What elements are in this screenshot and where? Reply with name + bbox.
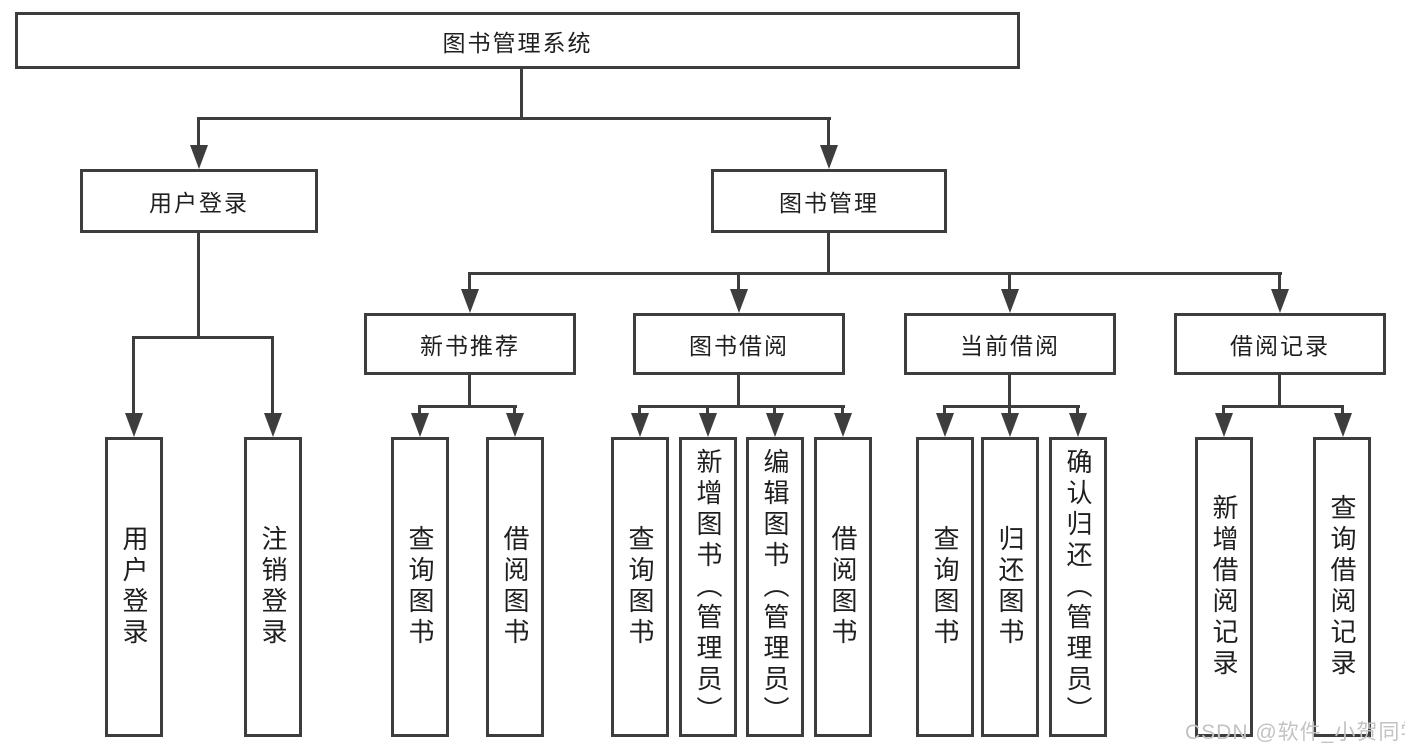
node-label: 用户登录	[149, 190, 249, 216]
arrowhead-icon	[631, 413, 649, 437]
arrowhead-icon	[506, 413, 524, 437]
arrowhead-icon	[411, 413, 429, 437]
node-library-management-system: 图书管理系统	[15, 12, 1020, 69]
leaf-query-book-current: 查询图书	[916, 437, 974, 737]
leaf-query-book-recommend: 查询图书	[391, 437, 449, 737]
connector-drop-user-login	[197, 120, 200, 146]
connector-user-login-rail	[132, 336, 274, 339]
leaf-query-borrow-record: 查询借阅记录	[1313, 437, 1371, 737]
node-label: 借阅记录	[1230, 333, 1330, 359]
connector-drop-login	[132, 339, 135, 413]
node-label: 图书管理系统	[442, 29, 593, 56]
connector-current-stem	[1008, 375, 1011, 405]
connector-user-login-stem	[197, 233, 200, 336]
connector-drop	[943, 408, 946, 413]
connector-recommendation-stem	[468, 375, 471, 405]
connector-root-stem	[520, 69, 523, 117]
leaf-label: 注销登录	[258, 525, 288, 649]
arrowhead-icon	[936, 413, 954, 437]
leaf-label: 借阅图书	[500, 525, 530, 649]
leaf-return-book: 归还图书	[981, 437, 1039, 737]
connector-drop	[638, 408, 641, 413]
leaf-logout: 注销登录	[244, 437, 302, 737]
leaf-label: 确认归还（管理员）	[1063, 447, 1093, 727]
node-book-management: 图书管理	[711, 169, 947, 233]
arrowhead-icon	[820, 145, 838, 169]
connector-drop	[1222, 408, 1225, 413]
leaf-label: 新增借阅记录	[1209, 494, 1239, 680]
node-book-borrowing: 图书借阅	[633, 313, 845, 375]
leaf-label: 查询图书	[930, 525, 960, 649]
node-label: 图书管理	[779, 190, 879, 216]
connector-records-rail	[1222, 405, 1344, 408]
connector-drop	[418, 408, 421, 413]
leaf-edit-book-admin: 编辑图书（管理员）	[746, 437, 804, 737]
connector-drop-book-borrow	[737, 275, 740, 289]
connector-drop-book-management	[827, 120, 830, 146]
node-label: 当前借阅	[960, 333, 1060, 359]
watermark: CSDN @软件_小贺同学	[1185, 721, 1405, 744]
connector-drop	[773, 408, 776, 413]
leaf-user-login: 用户登录	[105, 437, 163, 737]
arrowhead-icon	[699, 413, 717, 437]
node-user-login: 用户登录	[80, 169, 318, 233]
connector-drop	[841, 408, 844, 413]
connector-borrowing-rail	[638, 405, 845, 408]
connector-borrowing-stem	[737, 375, 740, 405]
arrowhead-icon	[125, 413, 143, 437]
connector-drop-borrow-records	[1278, 275, 1281, 289]
node-new-book-recommendation: 新书推荐	[364, 313, 576, 375]
connector-drop	[513, 408, 516, 413]
node-label: 新书推荐	[420, 333, 520, 359]
arrowhead-icon	[1069, 413, 1087, 437]
connector-root-rail	[197, 117, 831, 120]
leaf-add-book-admin: 新增图书（管理员）	[679, 437, 737, 737]
leaf-query-book-borrowing: 查询图书	[611, 437, 669, 737]
connector-drop-logout	[271, 339, 274, 413]
connector-drop-current-borrow	[1008, 275, 1011, 289]
leaf-label: 编辑图书（管理员）	[760, 447, 790, 727]
leaf-label: 查询图书	[405, 525, 435, 649]
connector-drop	[1008, 408, 1011, 413]
leaf-label: 新增图书（管理员）	[693, 447, 723, 727]
connector-drop	[1341, 408, 1344, 413]
node-label: 图书借阅	[689, 333, 789, 359]
arrowhead-icon	[1271, 289, 1289, 313]
arrowhead-icon	[730, 289, 748, 313]
arrowhead-icon	[1215, 413, 1233, 437]
arrowhead-icon	[1334, 413, 1352, 437]
arrowhead-icon	[1001, 289, 1019, 313]
node-current-borrowing: 当前借阅	[904, 313, 1116, 375]
arrowhead-icon	[264, 413, 282, 437]
arrowhead-icon	[834, 413, 852, 437]
arrowhead-icon	[1001, 413, 1019, 437]
arrowhead-icon	[766, 413, 784, 437]
connector-recommendation-rail	[418, 405, 517, 408]
connector-drop	[1076, 408, 1079, 413]
arrowhead-icon	[461, 289, 479, 313]
leaf-borrow-book-recommend: 借阅图书	[486, 437, 544, 737]
leaf-borrow-book: 借阅图书	[814, 437, 872, 737]
leaf-add-borrow-record: 新增借阅记录	[1195, 437, 1253, 737]
connector-drop-new-book	[468, 275, 471, 289]
connector-current-rail	[943, 405, 1080, 408]
leaf-label: 归还图书	[995, 525, 1025, 649]
leaf-label: 用户登录	[119, 525, 149, 649]
connector-book-management-stem	[827, 233, 830, 272]
leaf-label: 查询图书	[625, 525, 655, 649]
connector-drop	[706, 408, 709, 413]
connector-records-stem	[1278, 375, 1281, 405]
leaf-label: 借阅图书	[828, 525, 858, 649]
arrowhead-icon	[190, 145, 208, 169]
node-borrowing-records: 借阅记录	[1174, 313, 1386, 375]
leaf-label: 查询借阅记录	[1327, 494, 1357, 680]
connector-book-management-rail	[468, 272, 1282, 275]
leaf-confirm-return-admin: 确认归还（管理员）	[1049, 437, 1107, 737]
